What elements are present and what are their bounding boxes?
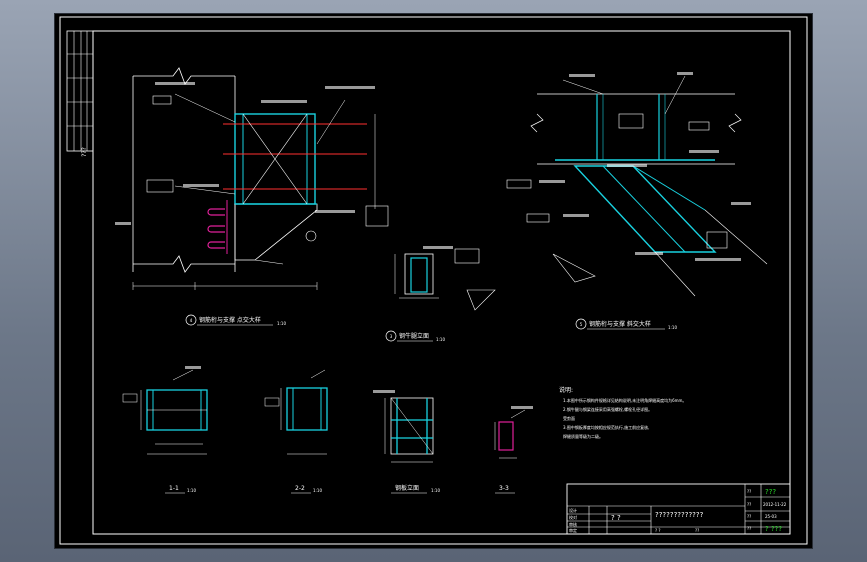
section-2-2 [264,369,328,455]
view-title-elev: 3 钢牛腿立面 1:10 [385,330,445,342]
title-date: 2012-11-22 [763,502,787,507]
view-title-elev-text: 钢牛腿立面 [399,332,429,340]
title-bottom-b: ?? [695,528,699,533]
title-block [566,483,791,535]
title-role-1: 设计 [569,507,577,513]
plate-elevation [373,390,434,463]
notes-line-2: 2.钢牛腿与钢梁连接采用高强螺栓,螺栓孔径详图。 [563,406,652,412]
title-role-3: 审核 [569,521,577,527]
section-3-3 [494,406,533,459]
title-role-4: 审定 [569,527,577,533]
notes-heading: 说明: [559,386,573,394]
view-title-node2: 5 钢筋桁与支撑 斜交大样 1:10 [575,318,677,330]
view-title-s11: 1-1 [169,485,179,492]
view-scale-s11: 1:10 [187,488,196,493]
view-scale-node1: 1:10 [277,321,286,326]
notes-line-5: 焊缝质量等级为二级。 [563,433,603,439]
view-number-node1: 4 [190,318,193,323]
view-title-s22: 2-2 [295,485,305,492]
view-scale-elev: 1:10 [436,337,445,342]
binding-strip [66,30,94,152]
sidebar-code: ??? [81,147,88,157]
title-project: ? ? [611,514,621,522]
general-notes: 说明: 1.本图中所示钢构件规格详见结构说明,未注明角焊缝高度均为6mm。 2.… [559,386,686,439]
view-title-node1: 4 钢筋桁与支撑 点交大样 1:10 [185,314,286,326]
view-title-node1-text: 钢筋桁与支撑 点交大样 [199,316,261,324]
title-bottom-a: ? ? [655,528,661,533]
title-label-2: ?? [747,502,751,507]
view-scale-node2: 1:10 [668,325,677,330]
drawing-canvas: ??? [59,16,808,545]
title-page: 25-03 [765,514,777,519]
view-number-node2: 5 [580,322,583,327]
view-number-elev: 3 [390,334,393,339]
notes-line-4: 3.图中钢板厚度均按相应规范执行,施工前应复核, [563,424,649,430]
node-detail-skew [506,72,768,297]
section-1-1 [122,366,208,455]
view-title-plate: 钢板立面 [395,484,419,492]
title-value-1: ??? [765,488,776,496]
sheet-inner-border [92,30,791,535]
title-drawing-title: ????????????? [655,511,704,519]
node-detail-orthogonal [115,67,389,290]
title-label-3: ?? [747,514,751,519]
view-scale-s22: 1:10 [313,488,322,493]
title-role-2: 校对 [569,514,577,520]
view-title-node2-text: 钢筋桁与支撑 斜交大样 [589,320,651,328]
view-title-s33: 3-3 [499,485,509,492]
notes-line-3: 受剪面 [563,415,575,421]
cad-drawing-viewport[interactable]: ??? [55,14,812,548]
sheet-outer-border [59,16,808,545]
title-revision: ? ??? [765,525,782,533]
bracket-elevation [394,246,496,311]
title-label-1: ?? [747,489,751,494]
notes-line-1: 1.本图中所示钢构件规格详见结构说明,未注明角焊缝高度均为6mm。 [563,397,686,403]
title-label-4: ?? [747,526,751,531]
view-scale-plate: 1:10 [431,488,440,493]
